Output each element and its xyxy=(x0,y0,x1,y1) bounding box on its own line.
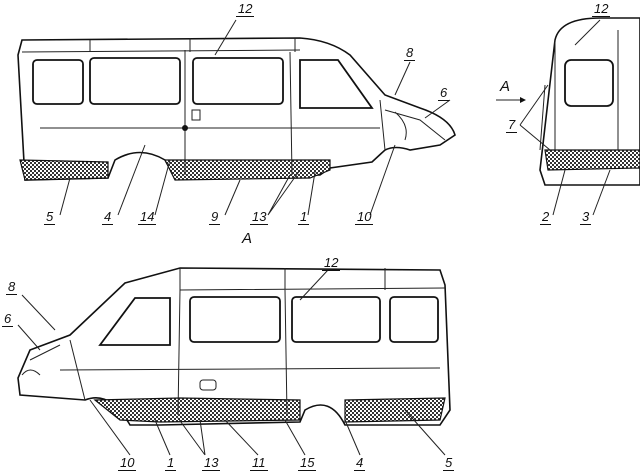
label-12-rear: 12 xyxy=(592,1,611,17)
label-8-bottom: 8 xyxy=(6,279,18,295)
label-15: 15 xyxy=(298,455,317,471)
label-6-bottom: 6 xyxy=(2,311,14,327)
label-10: 10 xyxy=(355,209,374,225)
view-arrow-label: A xyxy=(500,78,511,95)
label-13-bottom: 13 xyxy=(202,455,221,471)
van-side-view-bottom xyxy=(17,267,451,426)
van-side-view-top xyxy=(17,37,456,181)
label-11: 11 xyxy=(250,455,268,471)
label-10-bottom: 10 xyxy=(118,455,137,471)
label-8: 8 xyxy=(404,45,416,61)
label-1-bottom: 1 xyxy=(165,455,177,471)
leader-lines xyxy=(17,19,611,456)
label-14: 14 xyxy=(138,209,157,225)
van-rear-view xyxy=(539,17,640,186)
label-4-bottom: 4 xyxy=(354,455,366,471)
label-7: 7 xyxy=(506,117,518,133)
label-1: 1 xyxy=(298,209,310,225)
label-9: 9 xyxy=(209,209,221,225)
label-13: 13 xyxy=(250,209,269,225)
label-2: 2 xyxy=(540,209,552,225)
label-3: 3 xyxy=(580,209,592,225)
label-5: 5 xyxy=(44,209,56,225)
label-4: 4 xyxy=(102,209,114,225)
label-12: 12 xyxy=(236,1,255,17)
label-5-bottom: 5 xyxy=(443,455,455,471)
view-a-title: A xyxy=(242,230,253,247)
label-12-bottom: 12 xyxy=(322,255,341,271)
label-6: 6 xyxy=(438,85,450,101)
